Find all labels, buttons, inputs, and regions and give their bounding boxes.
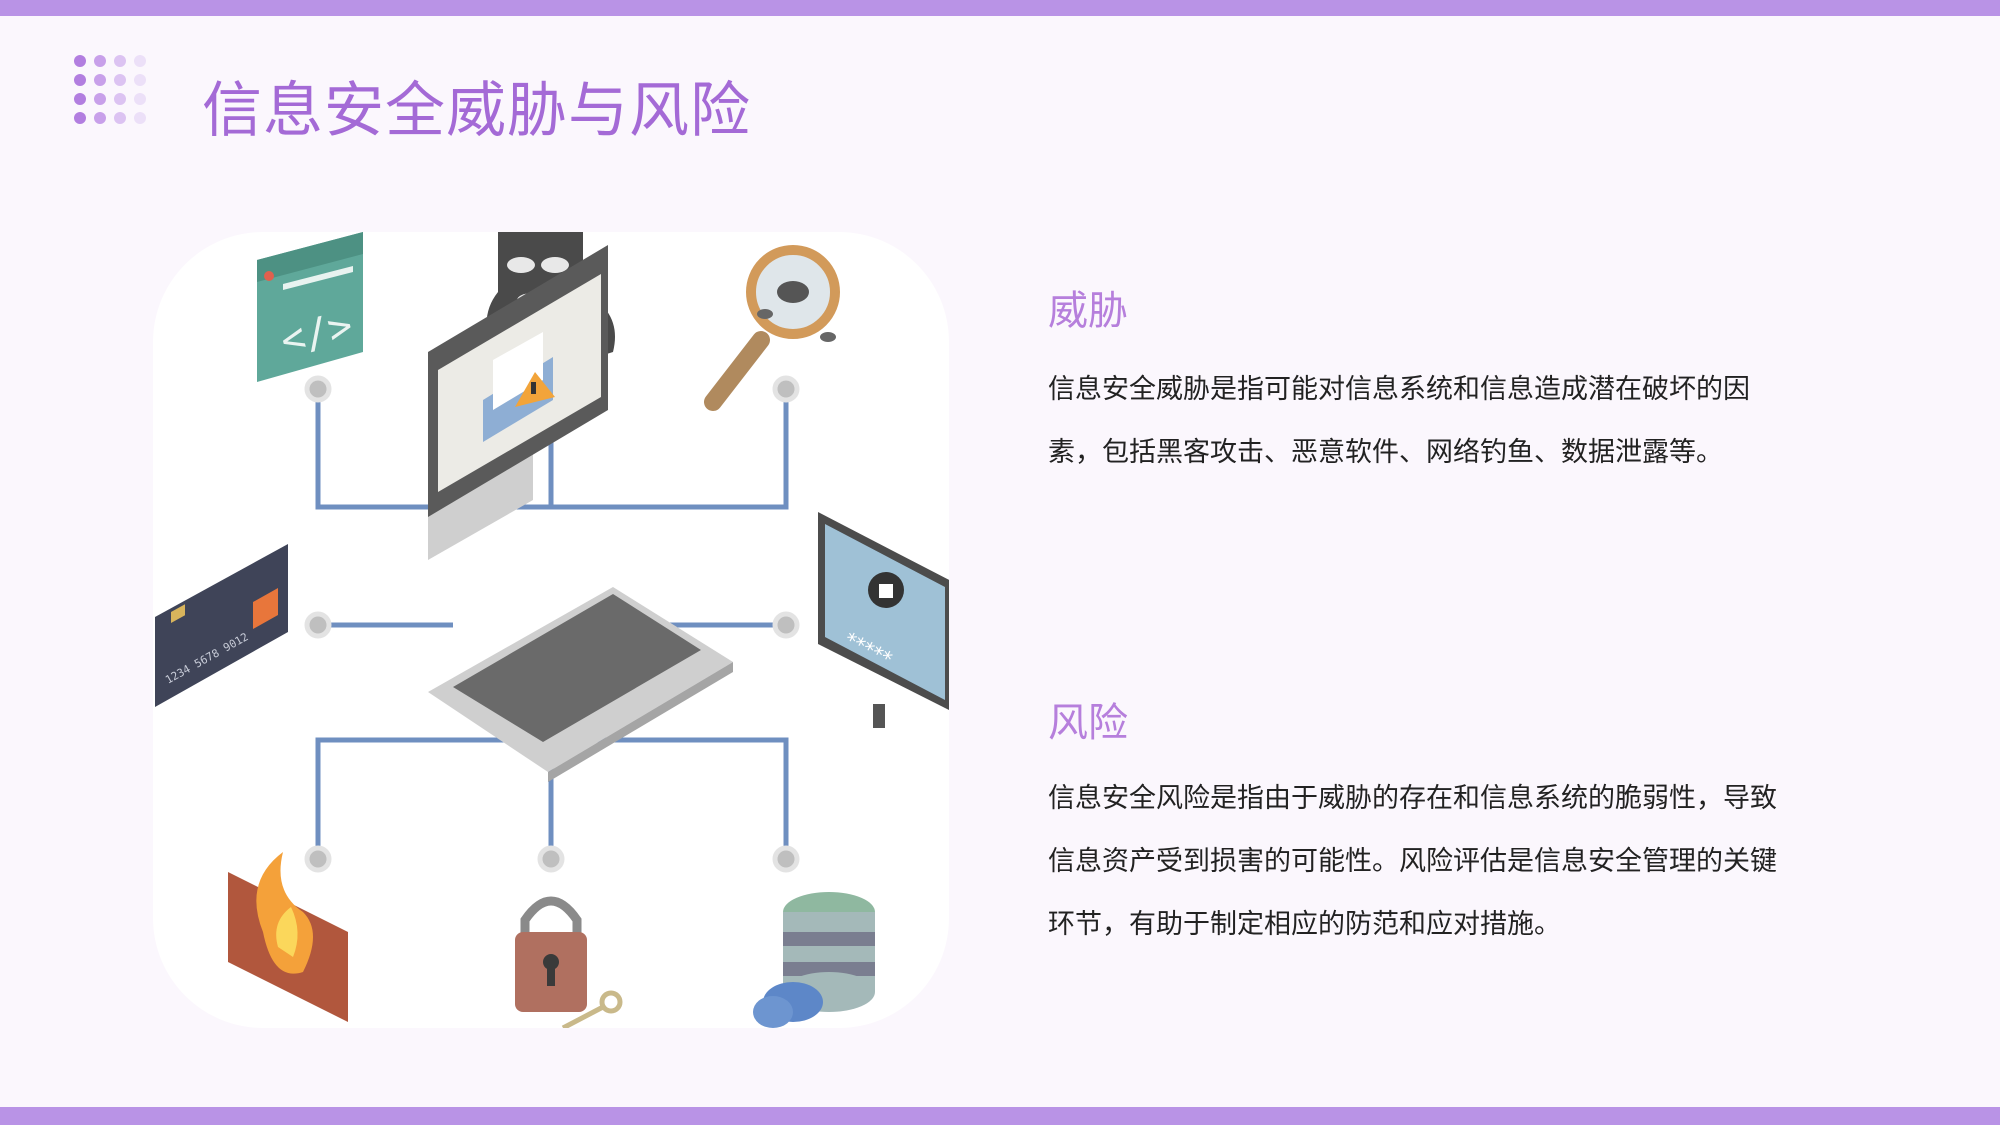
dot [114,112,126,124]
magnifier-bug-icon [704,245,840,411]
top-accent-bar [0,0,2000,16]
dot [114,74,126,86]
database-cloud-icon [753,892,875,1028]
dot [74,93,86,105]
padlock-key-icon [515,896,623,1028]
dot [74,55,86,67]
firewall-icon [228,852,348,1022]
dot [94,55,106,67]
dot [94,93,106,105]
dot [74,74,86,86]
locked-monitor-icon: ***** [818,512,949,728]
threat-heading: 威胁 [1048,288,1128,334]
credit-card-icon: 1234 5678 9012 [155,544,288,707]
dot [134,93,146,105]
dot [114,93,126,105]
code-window-icon: </> [257,232,363,382]
risk-heading: 风险 [1048,700,1128,746]
security-illustration: </> 1234 5678 9012 [153,232,949,1028]
dot [94,112,106,124]
laptop-alert-icon [428,245,733,782]
bottom-accent-bar [0,1107,2000,1125]
dot [74,112,86,124]
dot [134,112,146,124]
threat-description: 信息安全威胁是指可能对信息系统和信息造成潜在破坏的因素，包括黑客攻击、恶意软件、… [1048,374,1750,468]
dot [114,55,126,67]
dot [94,74,106,86]
decorative-dots [74,55,164,127]
slide-title: 信息安全威胁与风险 [202,76,751,146]
dot [134,74,146,86]
risk-description: 信息安全风险是指由于威胁的存在和信息系统的脆弱性，导致信息资产受到损害的可能性。… [1048,783,1777,940]
dot [134,55,146,67]
